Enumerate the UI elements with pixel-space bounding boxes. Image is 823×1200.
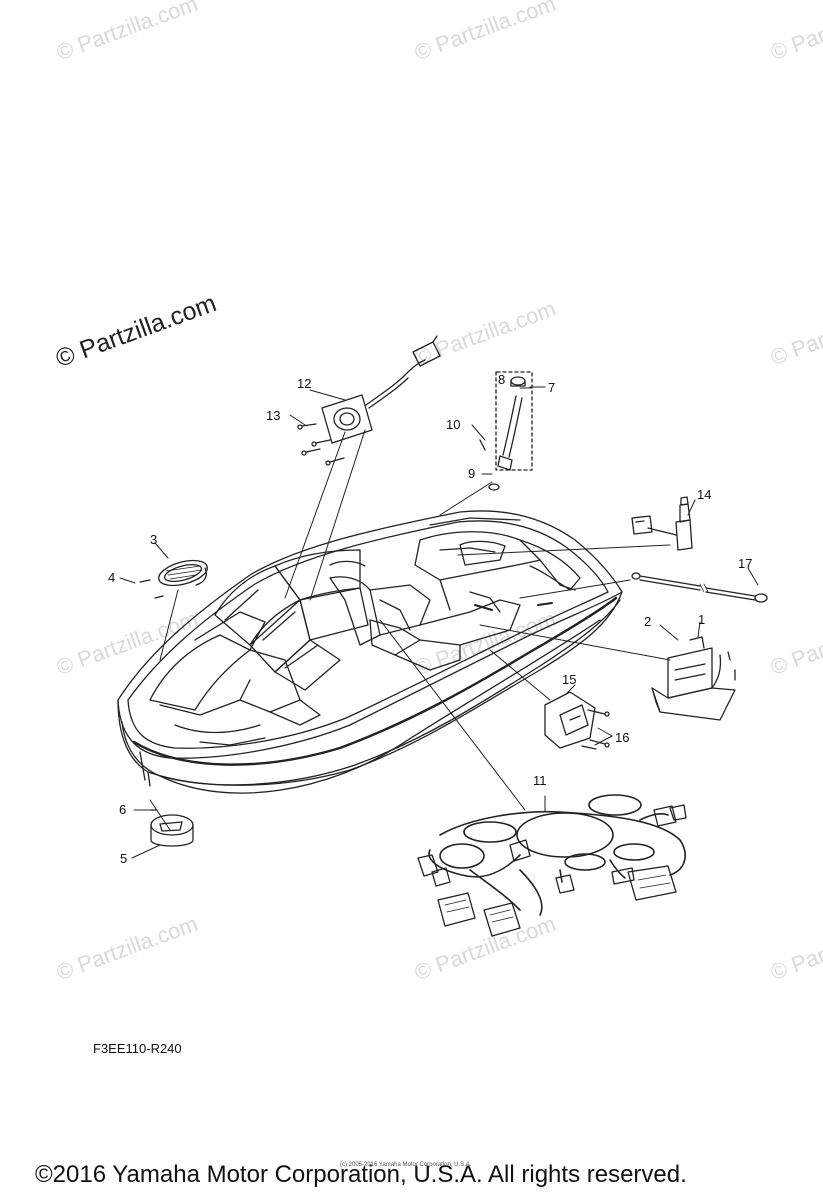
part-11-harness: [429, 795, 685, 915]
callout-11: 11: [533, 773, 547, 788]
callout-14: 14: [697, 487, 712, 502]
copyright-small-text: (c) 2005-2016 Yamaha Motor Corporation, …: [340, 1162, 472, 1168]
bow-seating: [150, 612, 320, 745]
part-1-bracket: [652, 637, 735, 720]
part-5-cap: [151, 810, 193, 846]
callout-9: 9: [468, 466, 476, 481]
callout-8: 8: [498, 372, 506, 387]
callout-16: 16: [615, 730, 630, 745]
figure-code: F3EE110-R240: [93, 1041, 182, 1056]
callout-10: 10: [446, 417, 461, 432]
callout-6: 6: [119, 802, 127, 817]
leader-lines: [120, 387, 758, 858]
callout-17: 17: [738, 556, 753, 571]
part-7-hose: [480, 372, 532, 490]
part-15-module: [545, 692, 609, 749]
callout-13: 13: [266, 408, 281, 423]
part-14-sensor: [632, 497, 692, 550]
callout-15: 15: [562, 672, 577, 687]
boat-hull: [118, 511, 622, 793]
callout-2: 2: [644, 614, 652, 629]
callout-4: 4: [108, 570, 116, 585]
callout-7: 7: [548, 380, 556, 395]
callout-5: 5: [120, 851, 128, 866]
part-3-speaker: [140, 556, 210, 598]
harness-connectors: [418, 805, 686, 936]
callout-1: 1: [698, 612, 706, 627]
part-13-screws: [298, 424, 344, 465]
part-12-plate: [322, 336, 440, 443]
part-17-cable: [632, 573, 767, 602]
windshield: [215, 550, 368, 690]
callout-12: 12: [297, 376, 312, 391]
callout-3: 3: [150, 532, 158, 547]
copyright-text: ©2016 Yamaha Motor Corporation, U.S.A. A…: [35, 1161, 687, 1188]
